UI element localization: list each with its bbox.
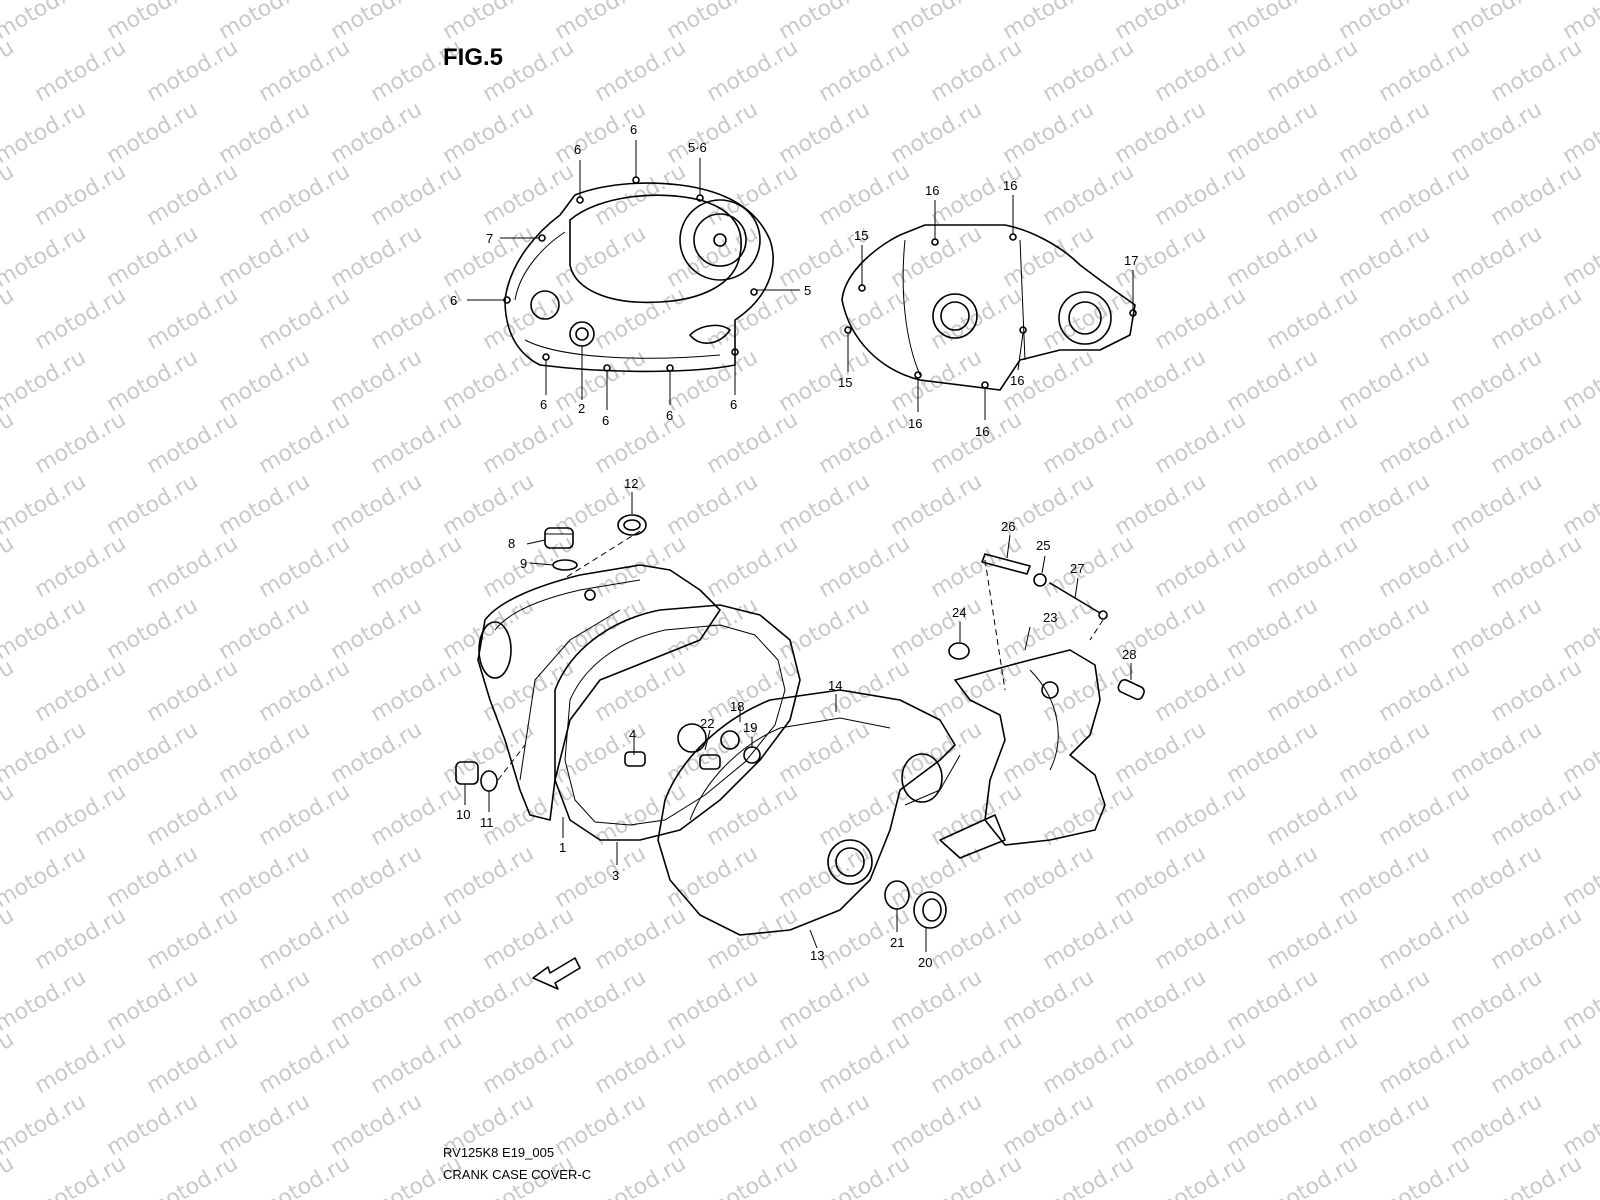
- clutch-cover: [503, 176, 774, 373]
- callout-2: 2: [578, 401, 585, 416]
- callout-26: 26: [1001, 519, 1015, 534]
- callout-22: 22: [700, 716, 714, 731]
- callout-24: 24: [952, 605, 966, 620]
- callout-17: 17: [1124, 253, 1138, 268]
- callout-7: 7: [486, 231, 493, 246]
- callout-18: 18: [730, 699, 744, 714]
- callout-13: 13: [810, 948, 824, 963]
- figure-code: RV125K8 E19_005: [443, 1145, 555, 1160]
- callout-6: 6: [602, 413, 609, 428]
- callout-5: 5: [804, 283, 811, 298]
- sprocket-cover: [939, 649, 1106, 859]
- callout-14: 14: [828, 678, 842, 693]
- callout-21: 21: [890, 935, 904, 950]
- crankcase-leaders: [464, 492, 1132, 952]
- small-parts: [455, 514, 1145, 990]
- callout-15: 15: [838, 375, 852, 390]
- callout-25: 25: [1036, 538, 1050, 553]
- callout-16: 16: [925, 183, 939, 198]
- clutch-cover-leaders: [467, 140, 800, 410]
- callout-12: 12: [624, 476, 638, 491]
- callout-5-6: 5·6: [688, 140, 707, 155]
- callout-labels: 6 6 5·6 7 6 5 6 2 6 6 6 15 16 16 17 15 1…: [450, 122, 1138, 970]
- callout-16: 16: [1010, 373, 1024, 388]
- callout-11: 11: [480, 815, 494, 830]
- callout-6: 6: [630, 122, 637, 137]
- figure-caption: CRANK CASE COVER-C: [443, 1167, 592, 1182]
- callout-6: 6: [450, 293, 457, 308]
- callout-16: 16: [975, 424, 989, 439]
- callout-1: 1: [559, 840, 566, 855]
- callout-9: 9: [520, 556, 527, 571]
- callout-6: 6: [540, 397, 547, 412]
- callout-15: 15: [854, 228, 868, 243]
- crankcase-cover-right: [657, 689, 961, 936]
- magneto-cover-leaders: [847, 195, 1134, 420]
- callout-8: 8: [508, 536, 515, 551]
- figure-title: FIG.5: [443, 44, 504, 71]
- callout-4: 4: [629, 727, 636, 742]
- callout-10: 10: [456, 807, 470, 822]
- callout-23: 23: [1043, 610, 1057, 625]
- callout-6: 6: [666, 408, 673, 423]
- gasket: [554, 604, 801, 841]
- callout-6: 6: [574, 142, 581, 157]
- crankcase-left: [477, 564, 721, 821]
- callout-16: 16: [1003, 178, 1017, 193]
- callout-28: 28: [1122, 647, 1136, 662]
- magneto-cover: [841, 224, 1137, 391]
- callout-3: 3: [612, 868, 619, 883]
- callout-6: 6: [730, 397, 737, 412]
- callout-19: 19: [743, 720, 757, 735]
- callout-20: 20: [918, 955, 932, 970]
- callout-27: 27: [1070, 561, 1084, 576]
- callout-16: 16: [908, 416, 922, 431]
